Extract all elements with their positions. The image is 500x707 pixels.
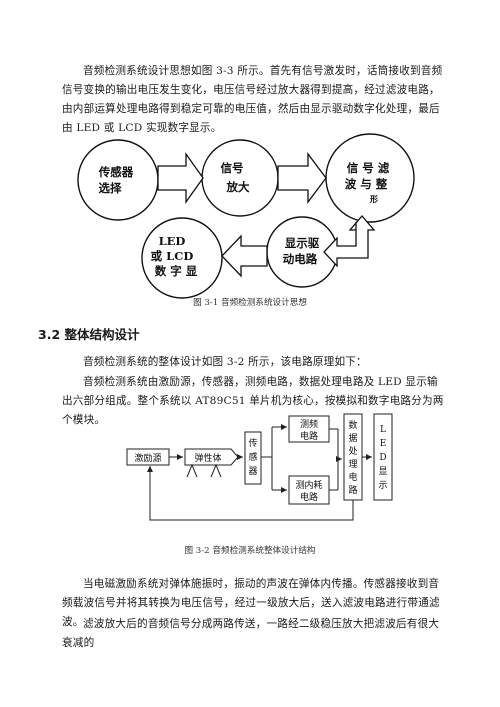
arrow-filter-to-driver	[323, 215, 376, 268]
filter-paragraph: 滤波放大后的音频信号分成两路传送，一路经二级稳压放大把滤波后有很大衰减的	[62, 618, 440, 649]
freq-measure-block	[288, 415, 330, 443]
arrow-driver-to-led	[221, 234, 268, 278]
led-char-1: L	[380, 425, 386, 435]
figure-3-1-diagram: 传感器 选择 信号 放大 信 号 滤 波 与 整 形 显示驱 动电路 LED 或…	[77, 133, 415, 299]
led-char-2: E	[380, 439, 387, 449]
sensor-label-line1: 传感器	[98, 165, 134, 179]
signal-label-line2: 放大	[226, 180, 250, 194]
excitation-paragraph: 当电磁激励系统对弹体施振时，振动的声波在弹体内传播。传感器接收到音频载波信号并将…	[62, 578, 440, 628]
led-char-4: 显	[378, 466, 387, 477]
dataproc-char-3: 处	[348, 445, 357, 457]
led-label-line3: 数 字 显	[155, 264, 198, 278]
overall-design-paragraph: 音频检测系统的整体设计如图 3-2 所示，该电路原理如下：	[83, 356, 367, 368]
sensor-char-2: 感	[248, 451, 257, 463]
driver-label-line2: 动电路	[283, 252, 318, 266]
elastic-body-label: 弹性体	[194, 452, 221, 464]
system-composition-paragraph: 音频检测系统由激励源，传感器，测频电路，数据处理电路及 LED 显示输出六部分组…	[62, 376, 444, 426]
sensor-char-3: 器	[248, 466, 257, 477]
dataproc-char-1: 数	[348, 419, 357, 431]
figure-3-1-caption: 图 3-1 音频检测系统设计思想	[193, 298, 307, 308]
section-heading: 3.2 整体结构设计	[38, 327, 140, 342]
figure-3-2-caption: 图 3-2 音频检测系统整体设计结构	[184, 546, 316, 556]
sensor-select-node	[77, 139, 159, 221]
dataproc-char-5: 电	[348, 471, 357, 483]
freq-label-line2: 电路	[300, 430, 318, 442]
sensor-char-1: 传	[248, 437, 257, 449]
dataproc-char-4: 理	[348, 459, 357, 470]
led-display-block	[373, 413, 393, 501]
sensor-label-line2: 选择	[99, 181, 122, 195]
consume-label-line1: 测内耗	[295, 479, 322, 491]
internal-loss-block	[288, 475, 330, 505]
signal-amplify-node	[201, 139, 279, 217]
support-left-icon	[186, 463, 198, 478]
elastic-body-block	[184, 448, 239, 466]
filter-label-line2: 波 与 整	[345, 177, 388, 191]
arrow-signal-to-filter	[277, 152, 327, 204]
led-label-line1: LED	[159, 234, 186, 248]
driver-label-line1: 显示驱	[285, 236, 320, 250]
freq-label-line1: 测频	[300, 418, 318, 430]
led-char-3: D	[379, 453, 386, 463]
support-right-icon	[210, 463, 222, 478]
intro-paragraph: 音频检测系统设计思想如图 3-3 所示。首先有信号激发时，话筒接收到音频信号变换…	[62, 65, 443, 134]
feedback-line	[149, 469, 354, 521]
filter-label-line1: 信 号 滤	[347, 161, 390, 175]
led-label-line2: 或 LCD	[151, 249, 194, 263]
excite-source-label: 激励源	[134, 452, 161, 464]
arrow-sensor-to-signal	[157, 151, 204, 205]
consume-label-line2: 电路	[300, 491, 318, 503]
signal-label-line1: 信号	[221, 161, 244, 175]
filter-label-line3: 形	[370, 194, 378, 204]
sensor-block	[244, 431, 262, 485]
led-char-5: 示	[378, 481, 387, 491]
dataproc-char-2: 据	[348, 432, 357, 444]
led-lcd-node	[141, 217, 223, 299]
figure-3-2-diagram: 激励源 弹性体 传 感 器 测频 电路 测内耗 电路 数 据 处 理 电 路 L…	[126, 413, 393, 521]
dataproc-char-6: 路	[348, 484, 357, 496]
